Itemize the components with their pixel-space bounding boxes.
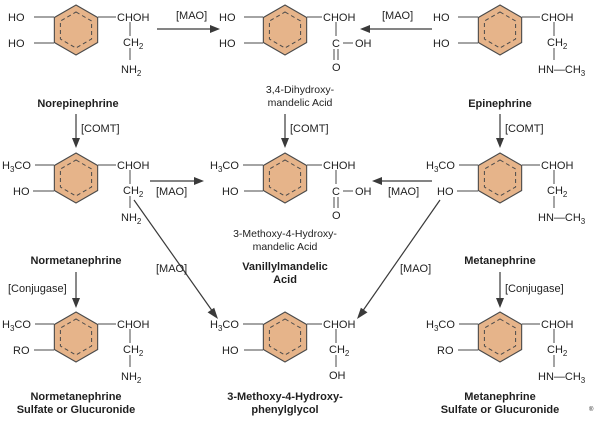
hydroxyl-group: HO xyxy=(8,38,25,50)
molecule-mhpg: H3CO HO CHOH CH2 OH xyxy=(210,311,355,382)
carboxyl-carbon: C xyxy=(332,38,340,50)
enzyme-label-mao: [MAO] xyxy=(156,186,187,198)
methoxy-group: H3CO xyxy=(2,319,31,333)
registered-mark: ® xyxy=(589,406,594,413)
carboxyl-hydroxyl: OH xyxy=(355,186,372,198)
choh-group: CHOH xyxy=(541,12,573,24)
molecule-norepinephrine: HO HO CHOH CH2 NH2 xyxy=(8,4,149,78)
methylamino-group: HN—CH3 xyxy=(538,64,586,78)
nh2-group: NH2 xyxy=(121,371,142,385)
hydroxyl-group: HO xyxy=(219,38,236,50)
methoxy-group: H3CO xyxy=(210,160,239,174)
label-normetanephrine: Normetanephrine xyxy=(30,255,121,267)
methoxy-group: H3CO xyxy=(210,319,239,333)
nh2-group: NH2 xyxy=(121,64,142,78)
choh-group: CHOH xyxy=(541,160,573,172)
carboxyl-oxygen: O xyxy=(332,210,341,222)
molecule-methoxyhydroxymandelic-acid: H3CO HO CHOH C OH O xyxy=(210,152,372,222)
hydroxyl-group: HO xyxy=(13,186,30,198)
choh-group: CHOH xyxy=(117,12,149,24)
enzyme-label-comt: [COMT] xyxy=(505,123,544,135)
molecule-normetanephrine-conjugate: H3CO RO CHOH CH2 NH2 xyxy=(2,311,149,385)
molecule-epinephrine: HO HO CHOH CH2 HN—CH3 xyxy=(433,4,586,78)
label-metanephrine-conjugate-line1: Metanephrine xyxy=(464,391,536,403)
label-epinephrine: Epinephrine xyxy=(468,98,532,110)
label-norepinephrine: Norepinephrine xyxy=(37,98,118,110)
label-methoxyhydroxymandelic-acid-line2: mandelic Acid xyxy=(253,241,318,253)
label-mhpg-line2: phenylglycol xyxy=(251,404,318,416)
hydroxyl-group: HO xyxy=(8,12,25,24)
choh-group: CHOH xyxy=(323,319,355,331)
choh-group: CHOH xyxy=(117,319,149,331)
enzyme-label-conjugase: [Conjugase] xyxy=(505,283,564,295)
hydroxyl-group: HO xyxy=(437,186,454,198)
label-methoxyhydroxymandelic-acid-line1: 3-Methoxy-4-Hydroxy- xyxy=(233,228,337,240)
carboxyl-carbon: C xyxy=(332,186,340,198)
hydroxyl-group: HO xyxy=(222,345,239,357)
label-mhpg-line1: 3-Methoxy-4-Hydroxy- xyxy=(227,391,343,403)
ch2-group: CH2 xyxy=(547,185,568,199)
label-metanephrine: Metanephrine xyxy=(464,255,536,267)
label-vanillylmandelic-acid-line2: Acid xyxy=(273,274,297,286)
enzyme-label-comt: [COMT] xyxy=(290,123,329,135)
choh-group: CHOH xyxy=(323,12,355,24)
ch2-group: CH2 xyxy=(547,344,568,358)
methylamino-group: HN—CH3 xyxy=(538,371,586,385)
enzyme-label-conjugase: [Conjugase] xyxy=(8,283,67,295)
label-normetanephrine-conjugate-line1: Normetanephrine xyxy=(30,391,121,403)
ro-group: RO xyxy=(437,345,454,357)
hydroxyl-group: HO xyxy=(219,12,236,24)
ch2-group: CH2 xyxy=(329,344,350,358)
ch2-group: CH2 xyxy=(123,37,144,51)
carboxyl-hydroxyl: OH xyxy=(355,38,372,50)
label-normetanephrine-conjugate-line2: Sulfate or Glucuronide xyxy=(17,404,136,416)
molecule-normetanephrine: H3CO HO CHOH CH2 NH2 xyxy=(2,152,149,226)
enzyme-label-mao: [MAO] xyxy=(388,186,419,198)
label-vanillylmandelic-acid-line1: Vanillylmandelic xyxy=(242,261,328,273)
ch2-group: CH2 xyxy=(547,37,568,51)
choh-group: CHOH xyxy=(117,160,149,172)
ch2-group: CH2 xyxy=(123,344,144,358)
ro-group: RO xyxy=(13,345,30,357)
molecule-dihydroxymandelic-acid: HO HO CHOH C OH O xyxy=(219,4,372,74)
molecule-metanephrine-conjugate: H3CO RO CHOH CH2 HN—CH3 xyxy=(426,311,586,385)
enzyme-label-mao: [MAO] xyxy=(176,10,207,22)
nh2-group: NH2 xyxy=(121,212,142,226)
choh-group: CHOH xyxy=(541,319,573,331)
terminal-hydroxyl: OH xyxy=(329,370,346,382)
enzyme-label-mao: [MAO] xyxy=(156,263,187,275)
enzyme-label-mao: [MAO] xyxy=(400,263,431,275)
label-dihydroxymandelic-acid-line2: mandelic Acid xyxy=(268,97,333,109)
molecule-metanephrine: H3CO HO CHOH CH2 HN—CH3 xyxy=(426,152,586,226)
hydroxyl-group: HO xyxy=(433,12,450,24)
hydroxyl-group: HO xyxy=(222,186,239,198)
ch2-group: CH2 xyxy=(123,185,144,199)
reaction-arrows xyxy=(72,25,504,319)
methoxy-group: H3CO xyxy=(426,160,455,174)
choh-group: CHOH xyxy=(323,160,355,172)
methoxy-group: H3CO xyxy=(2,160,31,174)
enzyme-label-comt: [COMT] xyxy=(81,123,120,135)
label-dihydroxymandelic-acid-line1: 3,4-Dihydroxy- xyxy=(266,84,335,96)
enzyme-label-mao: [MAO] xyxy=(382,10,413,22)
hydroxyl-group: HO xyxy=(433,38,450,50)
carboxyl-oxygen: O xyxy=(332,62,341,74)
methylamino-group: HN—CH3 xyxy=(538,212,586,226)
methoxy-group: H3CO xyxy=(426,319,455,333)
label-metanephrine-conjugate-line2: Sulfate or Glucuronide xyxy=(441,404,560,416)
